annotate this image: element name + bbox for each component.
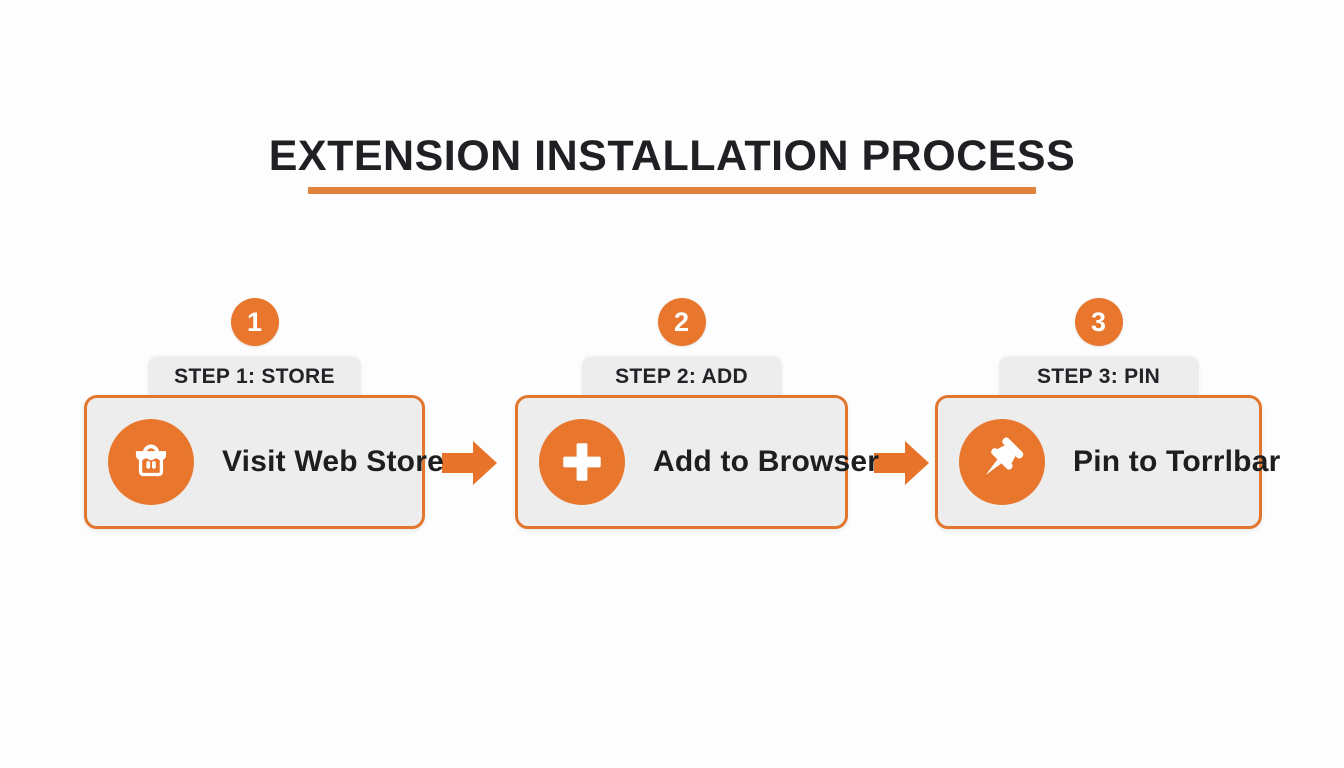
step-1-card[interactable]: Visit Web Store xyxy=(84,395,444,529)
step-3-label: Pin to Torrlbar xyxy=(1073,445,1281,478)
title-underline xyxy=(308,187,1036,194)
step-group-3: 3 STEP 3: PIN Pin to Torrlbar xyxy=(935,298,1280,529)
step-2-tab: STEP 2: ADD xyxy=(581,357,782,397)
step-1-label: Visit Web Store xyxy=(222,445,444,478)
right-arrow-icon xyxy=(442,440,498,486)
header: EXTENSION INSTALLATION PROCESS xyxy=(0,132,1344,194)
step-3-tab: STEP 3: PIN xyxy=(998,357,1199,397)
pushpin-icon xyxy=(959,419,1045,505)
step-2-label: Add to Browser xyxy=(653,445,880,478)
step-3-number-badge: 3 xyxy=(1074,298,1123,346)
step-group-1: 1 STEP 1: STORE Visit Web Store xyxy=(84,298,444,529)
step-1-tab: STEP 1: STORE xyxy=(148,357,361,397)
storefront-icon xyxy=(108,419,194,505)
right-arrow-icon xyxy=(874,440,930,486)
plus-icon xyxy=(539,419,625,505)
step-2-card[interactable]: Add to Browser xyxy=(515,395,879,529)
step-3-card[interactable]: Pin to Torrlbar xyxy=(935,395,1280,529)
page-title: EXTENSION INSTALLATION PROCESS xyxy=(268,132,1076,180)
step-1-number-badge: 1 xyxy=(230,298,279,346)
step-2-number-badge: 2 xyxy=(657,298,706,346)
step-group-2: 2 STEP 2: ADD Add to Browser xyxy=(515,298,879,529)
